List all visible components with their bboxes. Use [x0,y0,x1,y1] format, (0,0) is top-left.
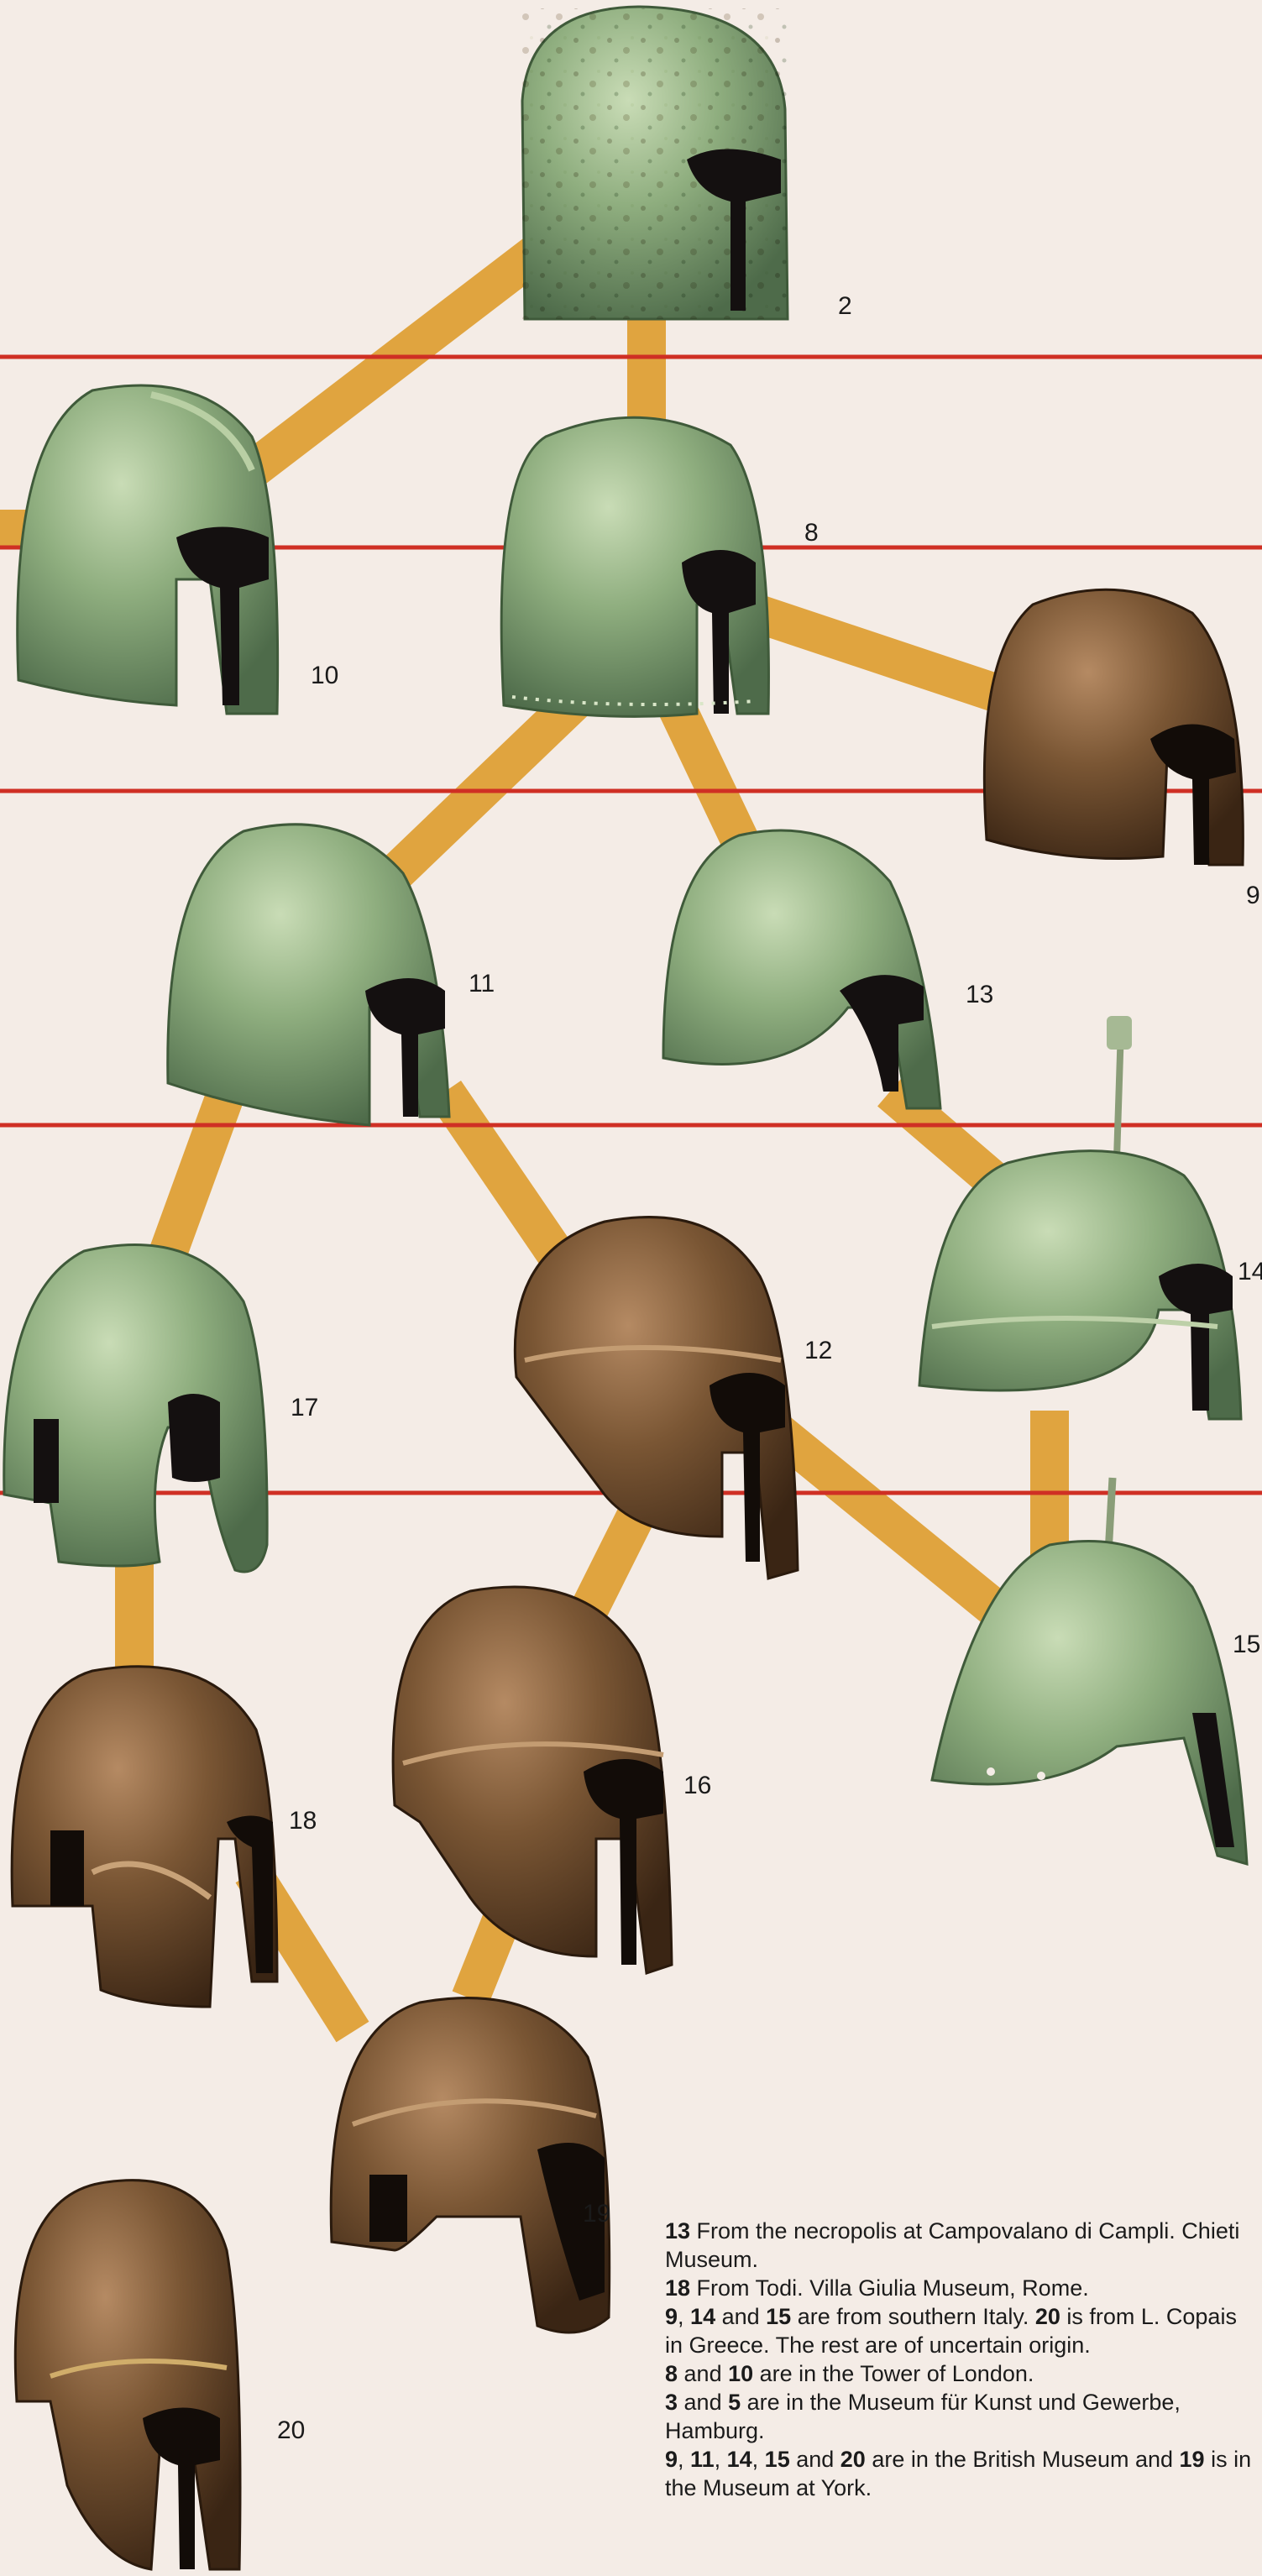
helmet-label-14: 14 [1238,1258,1262,1286]
helmet-label-10: 10 [311,662,338,690]
helmet-18 [12,1667,277,2007]
helmet-label-12: 12 [804,1337,832,1365]
helmet-label-9: 9 [1246,882,1260,910]
helmet-15 [932,1478,1247,1864]
helmet-label-2: 2 [838,292,852,321]
connector-8-to-11 [378,697,579,890]
helmet-label-16: 16 [683,1772,711,1800]
helmet-label-11: 11 [469,970,495,998]
caption-line-13: 13 From the necropolis at Campovalano di… [665,2217,1258,2274]
helmet-8 [501,417,768,716]
caption-line-british-museum: 9, 11, 14, 15 and 20 are in the British … [665,2445,1258,2502]
caption-line-hamburg: 3 and 5 are in the Museum für Kunst und … [665,2388,1258,2445]
helmet-label-19: 19 [583,2200,610,2228]
helmet-20 [15,2181,240,2569]
helmet-12 [515,1217,798,1579]
helmet-9 [984,589,1243,865]
helmet-label-8: 8 [804,519,819,547]
provenance-caption: 13 From the necropolis at Campovalano di… [665,2217,1258,2502]
caption-line-origins: 9, 14 and 15 are from southern Italy. 20… [665,2302,1258,2359]
helmet-2 [522,7,788,319]
connector-2-to-10 [252,252,537,470]
helmet-14 [919,1016,1241,1419]
helmet-16 [393,1587,672,1973]
helmet-label-15: 15 [1233,1631,1260,1659]
helmet-13 [663,830,940,1108]
caption-line-tower: 8 and 10 are in the Tower of London. [665,2359,1258,2388]
helmet-label-18: 18 [289,1807,317,1835]
helmet-label-13: 13 [966,981,993,1009]
caption-line-18: 18 From Todi. Villa Giulia Museum, Rome. [665,2274,1258,2302]
helmet-17 [4,1245,267,1573]
helmet-label-17: 17 [291,1394,318,1422]
connector-12-to-15 [772,1427,999,1612]
helmet-label-20: 20 [277,2416,305,2445]
helmet-19 [331,1998,610,2333]
helmet-10 [18,385,278,714]
connector-8-to-9 [756,613,1008,697]
